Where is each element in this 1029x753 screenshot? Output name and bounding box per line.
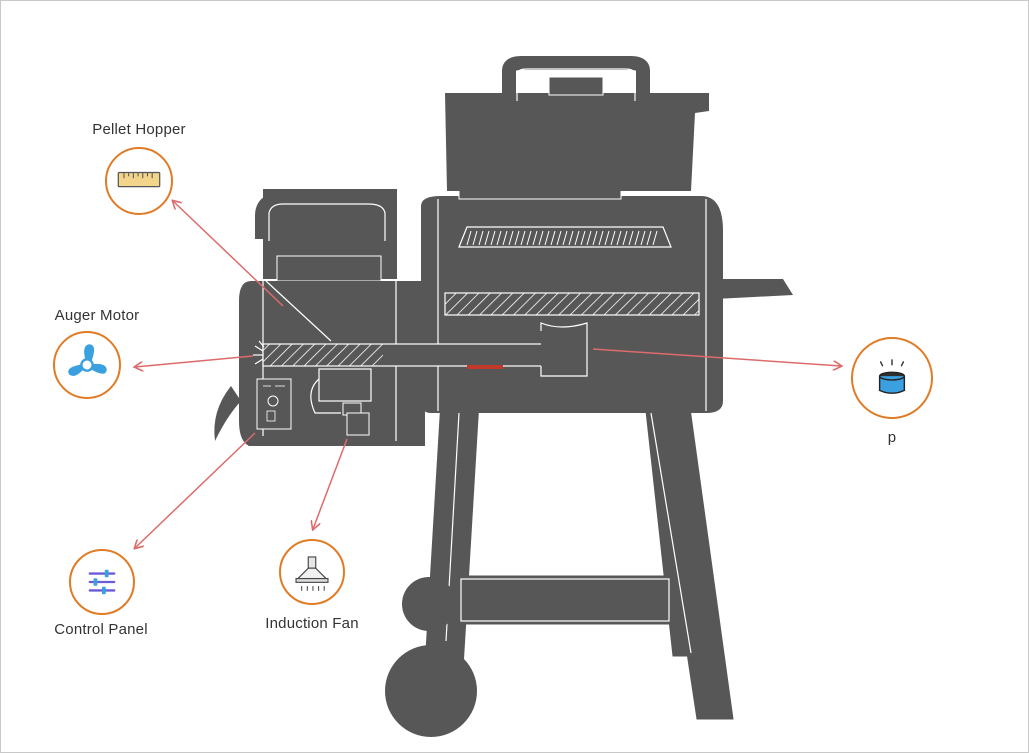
fan-icon [68,344,107,376]
rear-wheel [402,577,456,631]
fire-pot-label: p [887,429,897,446]
fire-pot-callout [851,337,933,419]
control-panel-label: Control Panel [54,621,148,638]
callout-arrows [135,201,841,548]
igniter-rod [467,365,503,369]
control-panel-callout [69,549,135,615]
auger-motor-callout [53,331,121,399]
hot-pot-icon [878,359,906,394]
side-shelf [715,279,793,299]
arrow-control-panel [135,432,256,548]
cooking-barrel [421,188,723,413]
auger-motor-label: Auger Motor [54,307,140,324]
arrow-induction-fan [313,438,348,529]
arrow-pellet-hopper [173,201,284,307]
front-wheel [385,645,477,737]
range-hood-icon [295,556,329,591]
auger-tube [253,322,588,377]
ruler-icon [117,171,161,188]
leg-crossbar [460,578,670,622]
induction-fan-label: Induction Fan [265,615,359,632]
pellet-hopper-label: Pellet Hopper [92,121,186,138]
hopper-top [255,189,397,282]
grill-lid [445,56,709,191]
induction-fan-callout [279,539,345,605]
arrow-auger-motor [135,355,254,367]
pellet-hopper-callout [105,147,173,215]
arrow-fire-pot [592,348,841,366]
induction-fan-unit [310,368,372,436]
sliders-icon [88,569,116,595]
control-panel-unit [256,378,292,430]
heat-baffle [458,226,672,248]
auger-motor-spark [253,340,265,365]
